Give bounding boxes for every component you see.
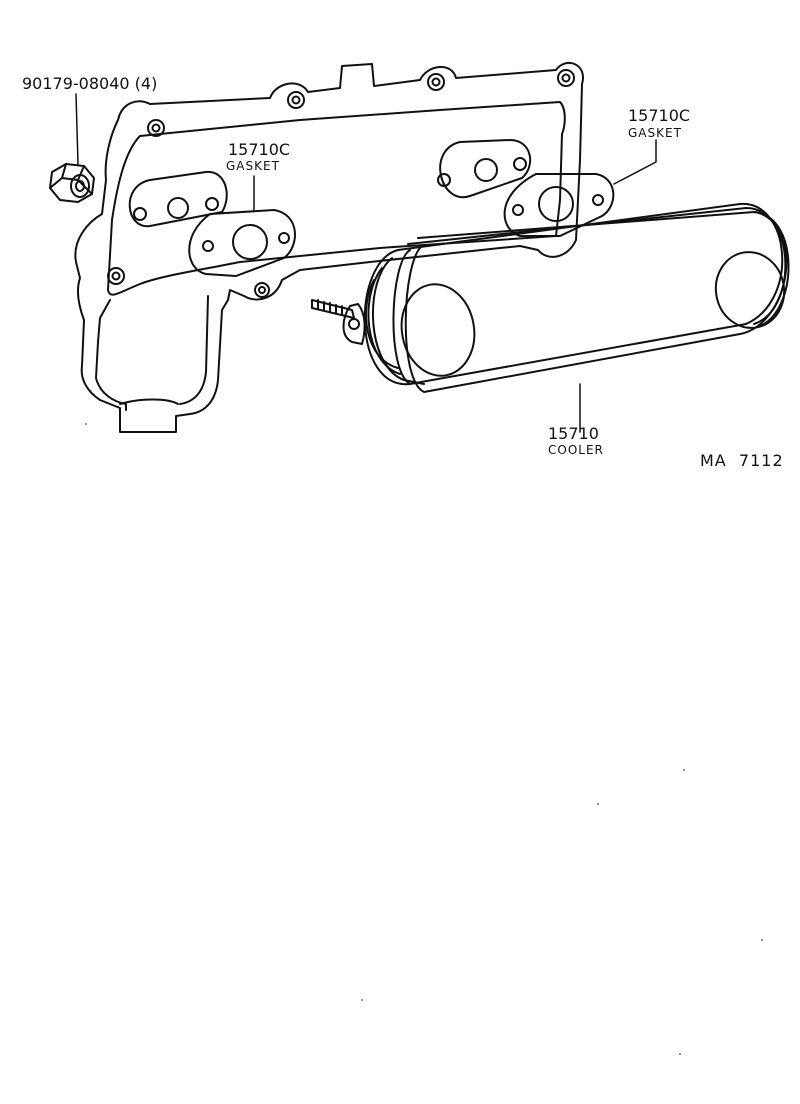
oil-cooler-body: [365, 204, 790, 392]
cover-inner-rim: [108, 102, 565, 295]
gasket-left: [189, 210, 295, 276]
cooler-stud: [312, 300, 365, 344]
cover-outlet: [120, 400, 178, 405]
cooler-part-number: 15710: [548, 424, 599, 443]
gasket-right-name: GASKET: [628, 126, 682, 140]
cover-neck-inner: [180, 296, 208, 404]
cover-neck: [96, 300, 126, 410]
cooler-name: COOLER: [548, 443, 604, 457]
nut-part-number: 90179-08040 (4): [22, 74, 158, 93]
gasket-left-name: GASKET: [226, 159, 280, 173]
nut-icon: [50, 164, 94, 202]
cover-bolt-holes: [108, 70, 574, 297]
leader-gasket-right: [614, 140, 656, 184]
cover-port-right: [438, 140, 530, 197]
gasket-right-part-number: 15710C: [628, 106, 691, 125]
scan-specks: [85, 423, 763, 1055]
cover-port-left: [130, 172, 227, 226]
diagram-code: MA 7112: [700, 451, 784, 470]
leader-nut: [76, 94, 78, 164]
gasket-right: [505, 174, 614, 236]
cover-housing-outline: [75, 63, 583, 432]
gasket-left-part-number: 15710C: [228, 140, 291, 159]
